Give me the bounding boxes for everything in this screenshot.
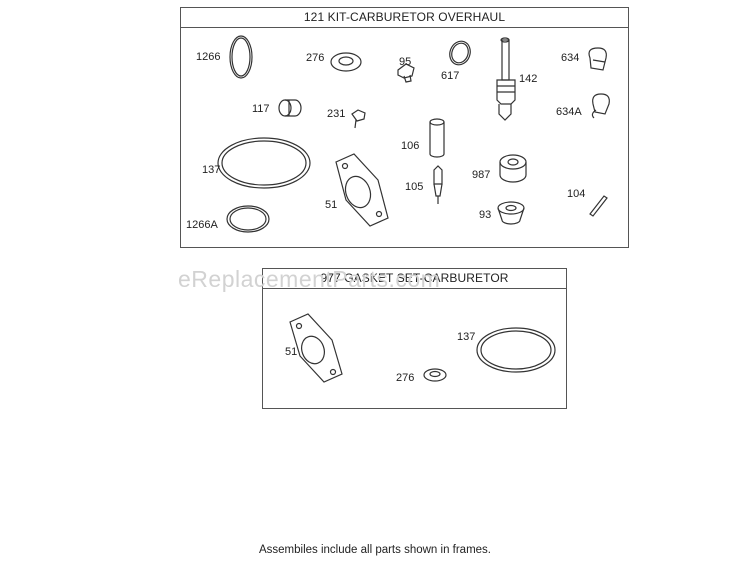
label-106: 106 — [401, 140, 420, 152]
label-93: 93 — [479, 209, 492, 221]
part-117-fitting[interactable] — [278, 99, 302, 117]
part-1266a-oring[interactable] — [226, 205, 270, 233]
label-634: 634 — [561, 52, 580, 64]
label-987: 987 — [472, 169, 491, 181]
gasket-set-label-276: 276 — [396, 372, 415, 384]
label-95: 95 — [399, 56, 412, 68]
part-51-gasket[interactable] — [335, 153, 389, 227]
label-1266a: 1266A — [186, 219, 218, 231]
label-105: 105 — [405, 181, 424, 193]
label-617: 617 — [441, 70, 460, 82]
part-1266-oring[interactable] — [229, 35, 253, 79]
part-987-bushing[interactable] — [499, 154, 527, 183]
part-634a-clip[interactable] — [591, 93, 610, 119]
label-276: 276 — [306, 52, 325, 64]
label-231: 231 — [327, 108, 346, 120]
gasket-set-frame: 977 GASKET SET-CARBURETOR — [262, 268, 567, 409]
kit-frame: 121 KIT-CARBURETOR OVERHAUL — [180, 7, 629, 248]
gasket-set-label-51: 51 — [285, 346, 298, 358]
gasket-set-part-137[interactable] — [476, 327, 556, 373]
footnote: Assembiles include all parts shown in fr… — [258, 544, 492, 556]
part-93-seat[interactable] — [497, 201, 525, 225]
watermark: eReplacementParts.com — [178, 266, 441, 292]
part-106-float[interactable] — [429, 118, 445, 158]
part-617-oring[interactable] — [446, 38, 473, 67]
label-634a: 634A — [556, 106, 582, 118]
part-137-gasket-ring[interactable] — [217, 137, 311, 189]
part-104-pin[interactable] — [589, 195, 608, 217]
gasket-set-frame-title: 977 GASKET SET-CARBURETOR — [263, 269, 566, 289]
label-104: 104 — [567, 188, 586, 200]
part-231-screw[interactable] — [351, 109, 366, 129]
label-142: 142 — [519, 73, 538, 85]
label-1266: 1266 — [196, 51, 221, 63]
part-634-clip[interactable] — [588, 47, 607, 71]
part-276-washer[interactable] — [330, 52, 362, 72]
part-95-screw[interactable] — [397, 63, 415, 83]
gasket-set-label-137: 137 — [457, 331, 476, 343]
gasket-set-part-51[interactable] — [289, 313, 343, 383]
part-105-inlet-needle[interactable] — [433, 165, 443, 204]
label-117: 117 — [252, 103, 270, 115]
part-142-needle[interactable] — [496, 37, 516, 121]
kit-frame-title: 121 KIT-CARBURETOR OVERHAUL — [181, 8, 628, 28]
label-51: 51 — [325, 199, 338, 211]
gasket-set-part-276[interactable] — [423, 368, 447, 382]
label-137: 137 — [202, 164, 221, 176]
